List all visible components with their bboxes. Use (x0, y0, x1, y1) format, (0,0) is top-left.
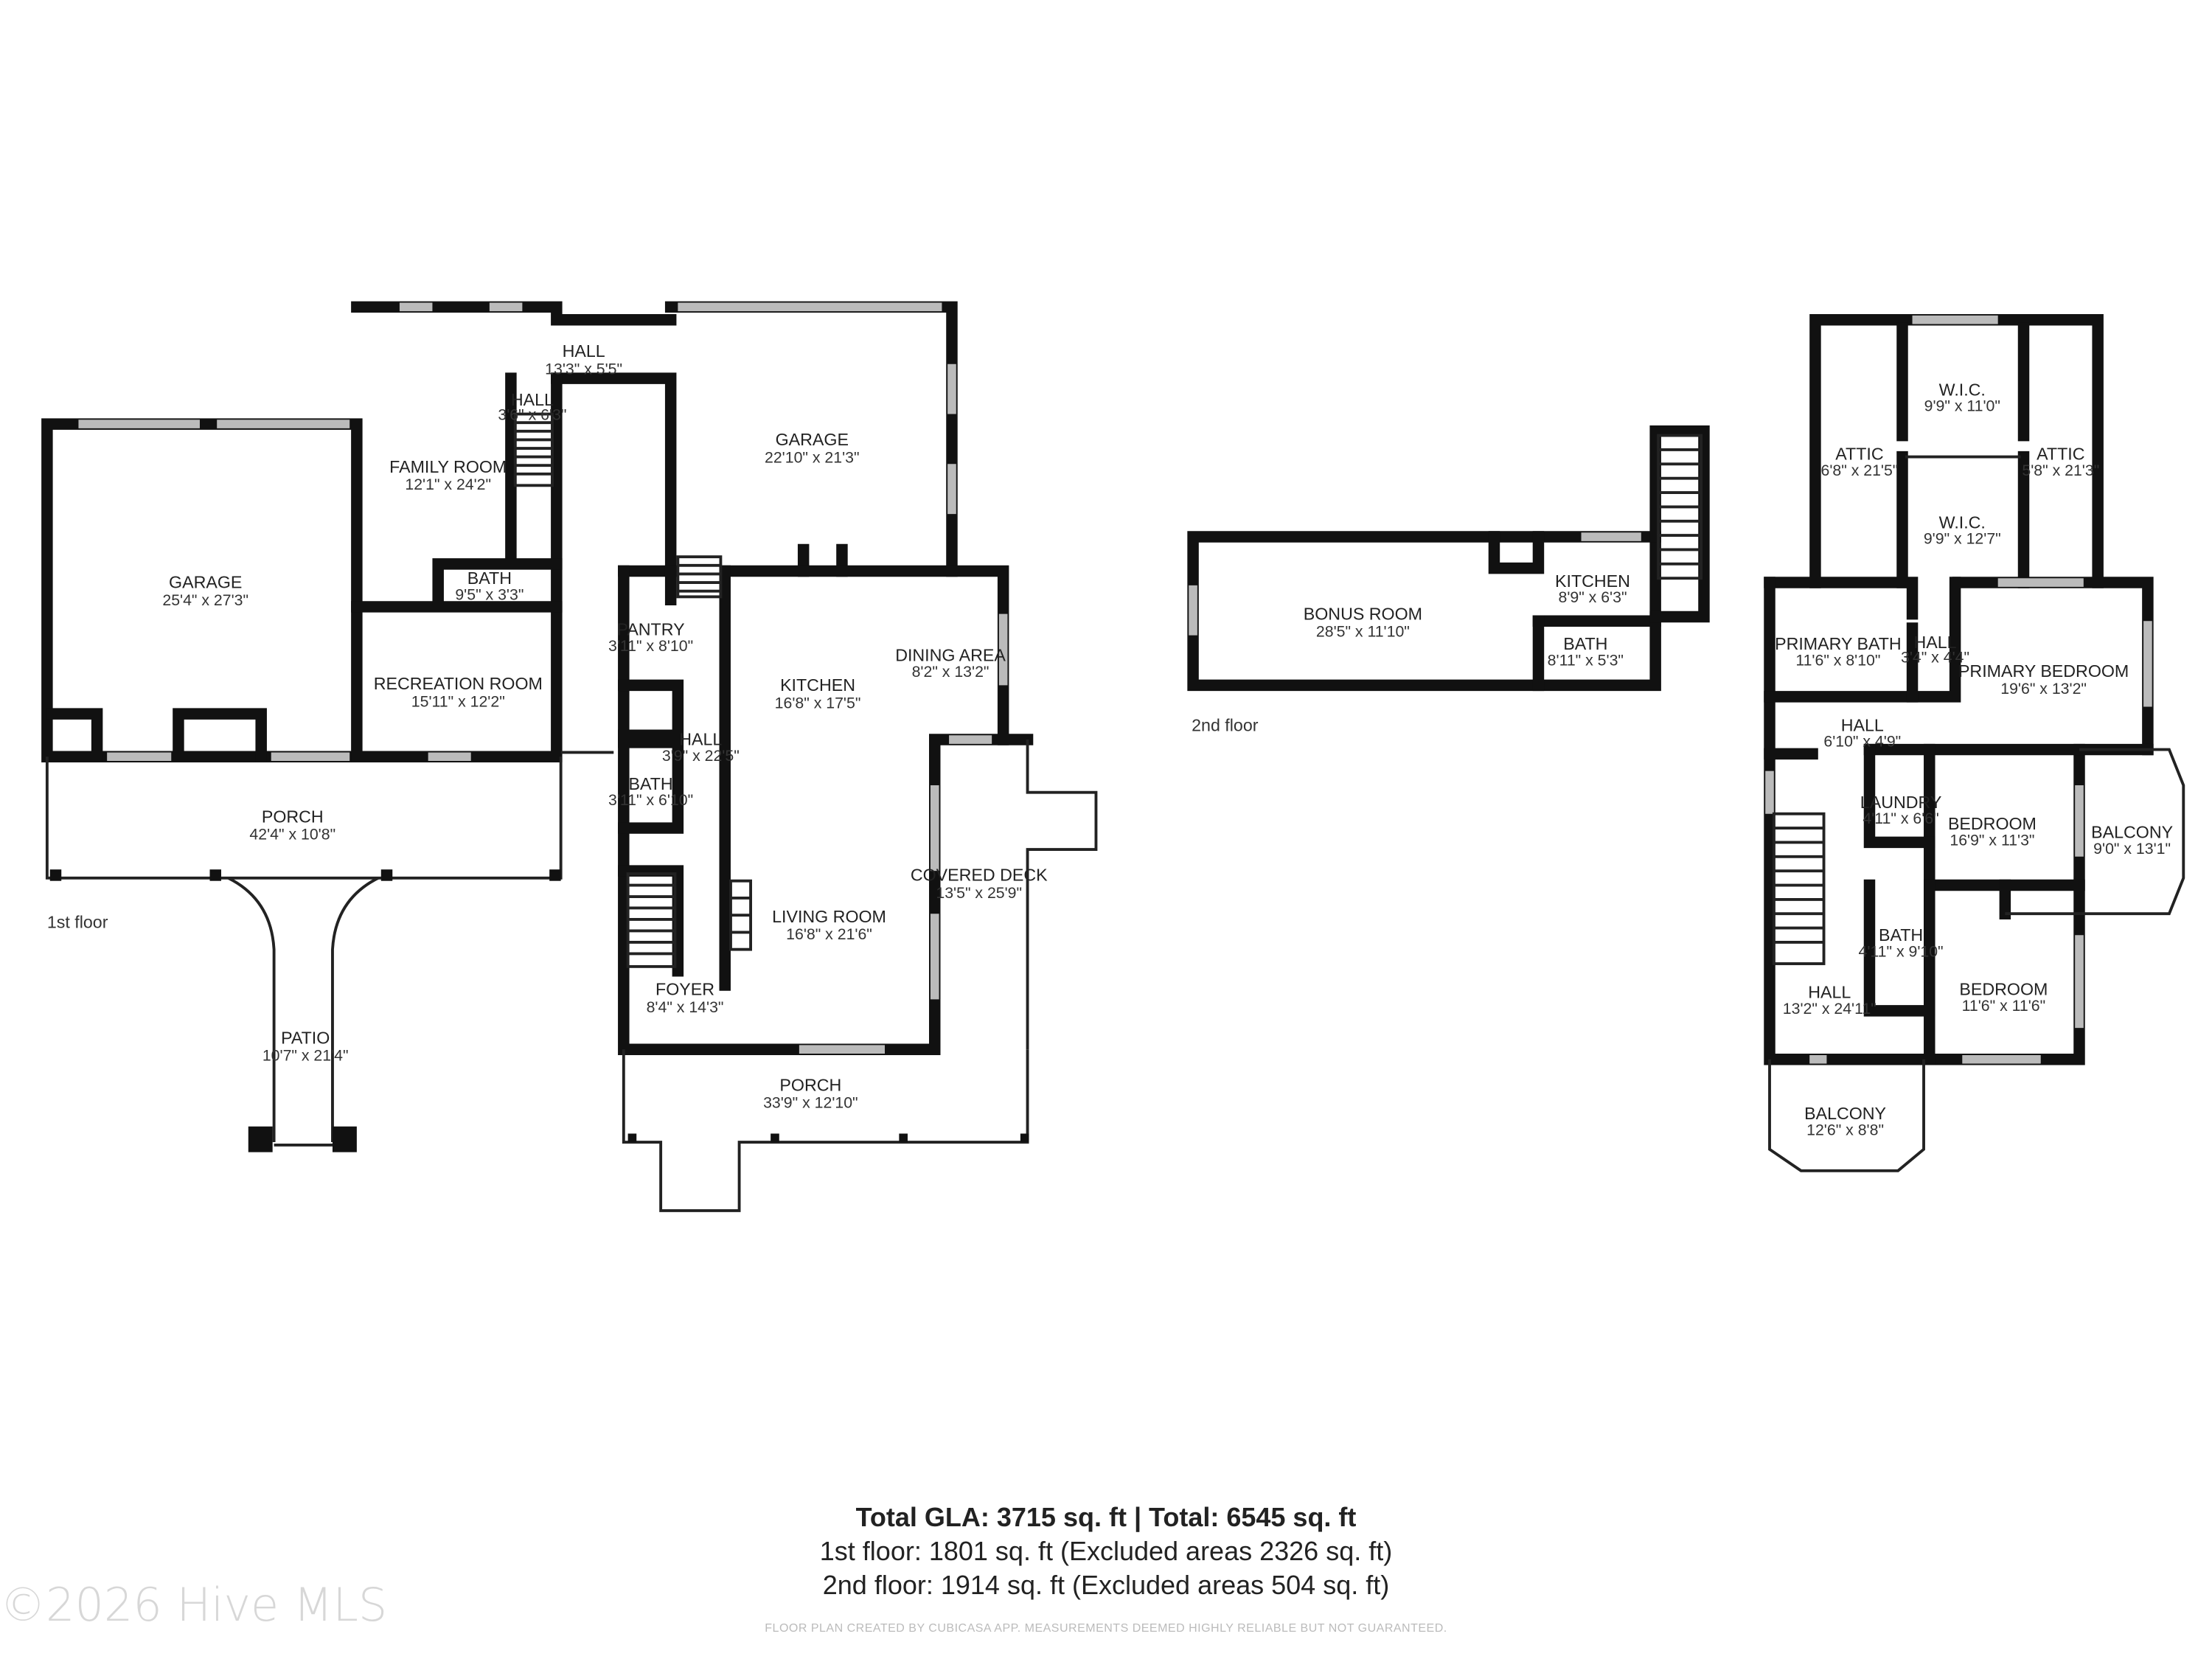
room-hall-top-dim: 13'3" x 5'5" (545, 360, 622, 378)
room-family-room-name: FAMILY ROOM (389, 457, 507, 476)
room-garage-left-name: GARAGE (169, 573, 242, 592)
room-family-room-dim: 12'1" x 24'2" (405, 476, 491, 493)
room-wic-1-dim: 9'9" x 11'0" (1924, 397, 2000, 415)
room-bath-3-dim: 8'11" x 5'3" (1548, 651, 1624, 669)
room-wic-2-dim: 9'9" x 12'7" (1924, 530, 2001, 548)
room-hall-big-dim: 13'2" x 24'11" (1783, 1000, 1877, 1018)
room-porch-left-name: PORCH (262, 807, 324, 826)
room-laundry-name: LAUNDRY (1860, 793, 1942, 812)
room-balcony-bottom-name: BALCONY (1804, 1104, 1886, 1123)
room-porch-front-dim: 33'9" x 12'10" (763, 1094, 858, 1112)
room-balcony-right-name: BALCONY (2091, 823, 2173, 842)
first-floor-left-building (41, 301, 677, 1152)
second-floor-bonus-building (1187, 425, 1710, 692)
disclaimer-text: FLOOR PLAN CREATED BY CUBICASA APP. MEAS… (765, 1622, 1447, 1635)
room-living-room-name: LIVING ROOM (772, 907, 886, 926)
room-recreation-room-name: RECREATION ROOM (374, 674, 543, 693)
room-kitchen-2-name: KITCHEN (1555, 571, 1630, 591)
room-hall-tiny-name: HALL (1913, 633, 1956, 652)
room-hall-long-dim: 3'9" x 22'5" (662, 747, 740, 765)
room-porch-left-dim: 42'4" x 10'8" (249, 826, 335, 844)
room-covered-deck-dim: 13'5" x 25'9" (936, 884, 1022, 902)
room-foyer-dim: 8'4" x 14'3" (647, 998, 724, 1016)
room-balcony-right-dim: 9'0" x 13'1" (2093, 840, 2171, 858)
room-hall-tiny-dim: 3'4" x 4'4" (1901, 648, 1969, 666)
room-attic-right-dim: 5'8" x 21'3" (2022, 462, 2099, 479)
room-wic-1-name: W.I.C. (1939, 380, 1986, 399)
room-primary-bath-name: PRIMARY BATH (1775, 634, 1902, 653)
room-dining-area-dim: 8'2" x 13'2" (912, 663, 990, 681)
room-bedroom-1-dim: 16'9" x 11'3" (1950, 831, 2034, 849)
room-bath-4-dim: 4'11" x 9'10" (1859, 942, 1944, 960)
room-wic-2-name: W.I.C. (1939, 512, 1986, 532)
second-floor-label: 2nd floor (1192, 715, 1259, 734)
room-labels: GARAGE 25'4" x 27'3" FAMILY ROOM 12'1" x… (162, 341, 2173, 1138)
room-hall-2-name: HALL (1841, 715, 1884, 734)
room-primary-bath-dim: 11'6" x 8'10" (1795, 651, 1880, 669)
room-bath-1-name: BATH (467, 568, 512, 588)
room-garage-right-name: GARAGE (776, 430, 849, 449)
room-garage-left-dim: 25'4" x 27'3" (162, 591, 248, 609)
area-summary: Total GLA: 3715 sq. ft | Total: 6545 sq.… (0, 1500, 2212, 1602)
room-living-room-dim: 16'8" x 21'6" (786, 925, 872, 943)
room-primary-bedroom-name: PRIMARY BEDROOM (1958, 661, 2129, 681)
room-kitchen-1-dim: 16'8" x 17'5" (775, 694, 861, 712)
room-hall-big-name: HALL (1808, 982, 1851, 1001)
room-primary-bedroom-dim: 19'6" x 13'2" (2000, 680, 2087, 698)
room-bath-1-dim: 9'5" x 3'3" (455, 585, 524, 603)
room-bedroom-1-name: BEDROOM (1948, 814, 2037, 833)
room-kitchen-1-name: KITCHEN (780, 675, 855, 695)
first-floor-label: 1st floor (47, 913, 108, 932)
room-bedroom-2-dim: 11'6" x 11'6" (1962, 997, 2046, 1015)
room-hall-long-name: HALL (679, 730, 722, 749)
room-bedroom-2-name: BEDROOM (1959, 980, 2048, 999)
room-hall-top-name: HALL (563, 341, 605, 361)
second-floor-area-line: 2nd floor: 1914 sq. ft (Excluded areas 5… (822, 1570, 1390, 1600)
first-floor-area-line: 1st floor: 1801 sq. ft (Excluded areas 2… (819, 1536, 1393, 1566)
first-floor-right-building (618, 301, 1098, 1212)
room-garage-right-dim: 22'10" x 21'3" (765, 448, 860, 466)
room-bath-2-name: BATH (628, 774, 672, 793)
second-floor-main-building (1764, 313, 2185, 1172)
room-attic-left-dim: 6'8" x 21'5" (1821, 462, 1899, 479)
total-area-line: Total GLA: 3715 sq. ft | Total: 6545 sq.… (855, 1502, 1357, 1532)
room-foyer-name: FOYER (655, 980, 714, 999)
room-attic-left-name: ATTIC (1835, 444, 1883, 463)
room-patio-dim: 10'7" x 21'4" (262, 1047, 349, 1065)
room-balcony-bottom-dim: 12'6" x 8'8" (1806, 1121, 1884, 1138)
room-patio-name: PATIO (281, 1028, 330, 1047)
room-bonus-room-name: BONUS ROOM (1304, 604, 1422, 623)
room-pantry-dim: 3'11" x 8'10" (608, 637, 693, 655)
room-attic-right-name: ATTIC (2037, 444, 2084, 463)
room-covered-deck-name: COVERED DECK (911, 866, 1048, 885)
room-bonus-room-dim: 28'5" x 11'10" (1316, 623, 1410, 641)
room-dining-area-name: DINING AREA (895, 646, 1006, 665)
room-pantry-name: PANTRY (617, 620, 685, 639)
room-laundry-dim: 4'11" x 6'6" (1863, 810, 1938, 827)
room-hall-small-name: HALL (511, 390, 554, 409)
room-porch-front-name: PORCH (779, 1075, 841, 1094)
room-bath-4-name: BATH (1879, 925, 1923, 945)
room-bath-3-name: BATH (1563, 634, 1607, 653)
watermark-text: ©2026 Hive MLS (0, 1578, 388, 1632)
room-recreation-room-dim: 15'11" x 12'2" (411, 692, 505, 710)
room-bath-2-dim: 3'11" x 6'10" (608, 791, 693, 809)
room-hall-small-dim: 3'6" x 6'3" (498, 406, 566, 423)
room-kitchen-2-dim: 8'9" x 6'3" (1558, 588, 1627, 606)
room-hall-2-dim: 6'10" x 4'9" (1823, 733, 1901, 751)
